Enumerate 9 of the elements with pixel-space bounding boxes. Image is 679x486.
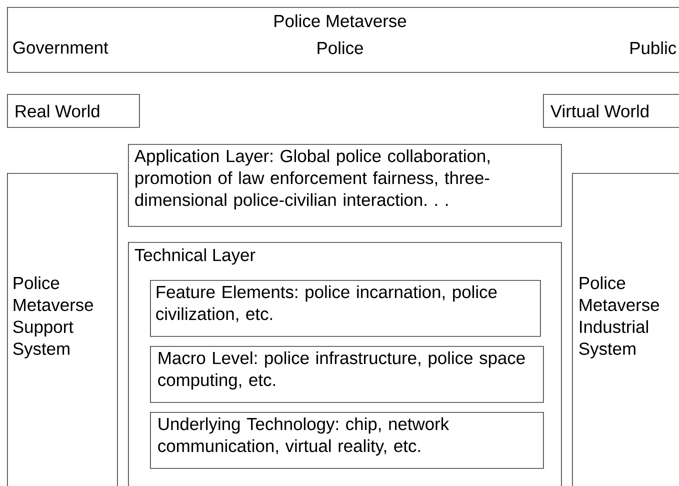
layer-box: Application Layer: Global police collaboration, promotion of law enforcement fairness, three-dimensional police-civilian interaction. . .	[128, 144, 562, 227]
layer-box: Macro Level: police infrastructure, police space computing, etc.	[150, 346, 544, 403]
header-box: Police Metaverse Government Police Public	[7, 7, 679, 73]
side-panel: Police Metaverse Support System	[7, 173, 118, 486]
layer-box: Feature Elements: police incarnation, police civilization, etc.	[150, 280, 541, 337]
label-box: Virtual World	[543, 94, 679, 128]
side-panel: Police Metaverse Industrial System	[572, 173, 679, 486]
label-box: Real World	[7, 94, 140, 128]
layer-box: Underlying Technology: chip, network communication, virtual reality, etc.	[150, 412, 544, 469]
